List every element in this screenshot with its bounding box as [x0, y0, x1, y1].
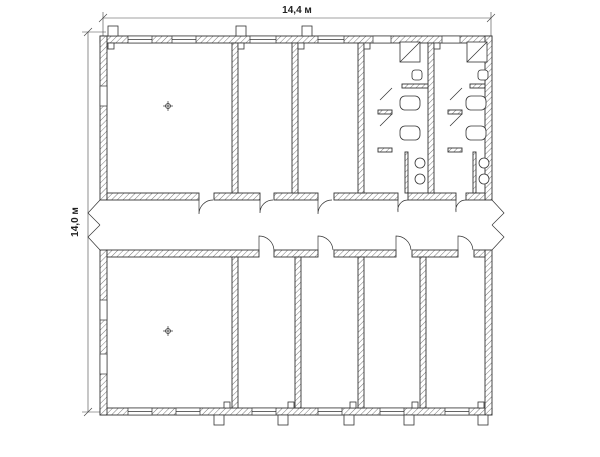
- room-doors: [198, 87, 474, 251]
- vents-bottom: [213, 401, 489, 426]
- partitions: [231, 42, 486, 409]
- top-windows: [127, 35, 461, 44]
- outer-walls: [99, 35, 493, 416]
- width-label: 14,4 м: [282, 5, 312, 16]
- width-dimension: 14,4 м: [98, 5, 496, 40]
- height-label: 14,0 м: [70, 207, 81, 237]
- light-markers: [163, 101, 173, 336]
- restroom-fixtures: [399, 41, 490, 185]
- corridor-end-doors: [87, 199, 505, 251]
- corridor-walls: [106, 192, 486, 258]
- bottom-windows: [127, 407, 470, 416]
- vents-top: [107, 25, 441, 50]
- side-windows: [99, 85, 108, 375]
- height-dimension: 14,0 м: [70, 27, 106, 417]
